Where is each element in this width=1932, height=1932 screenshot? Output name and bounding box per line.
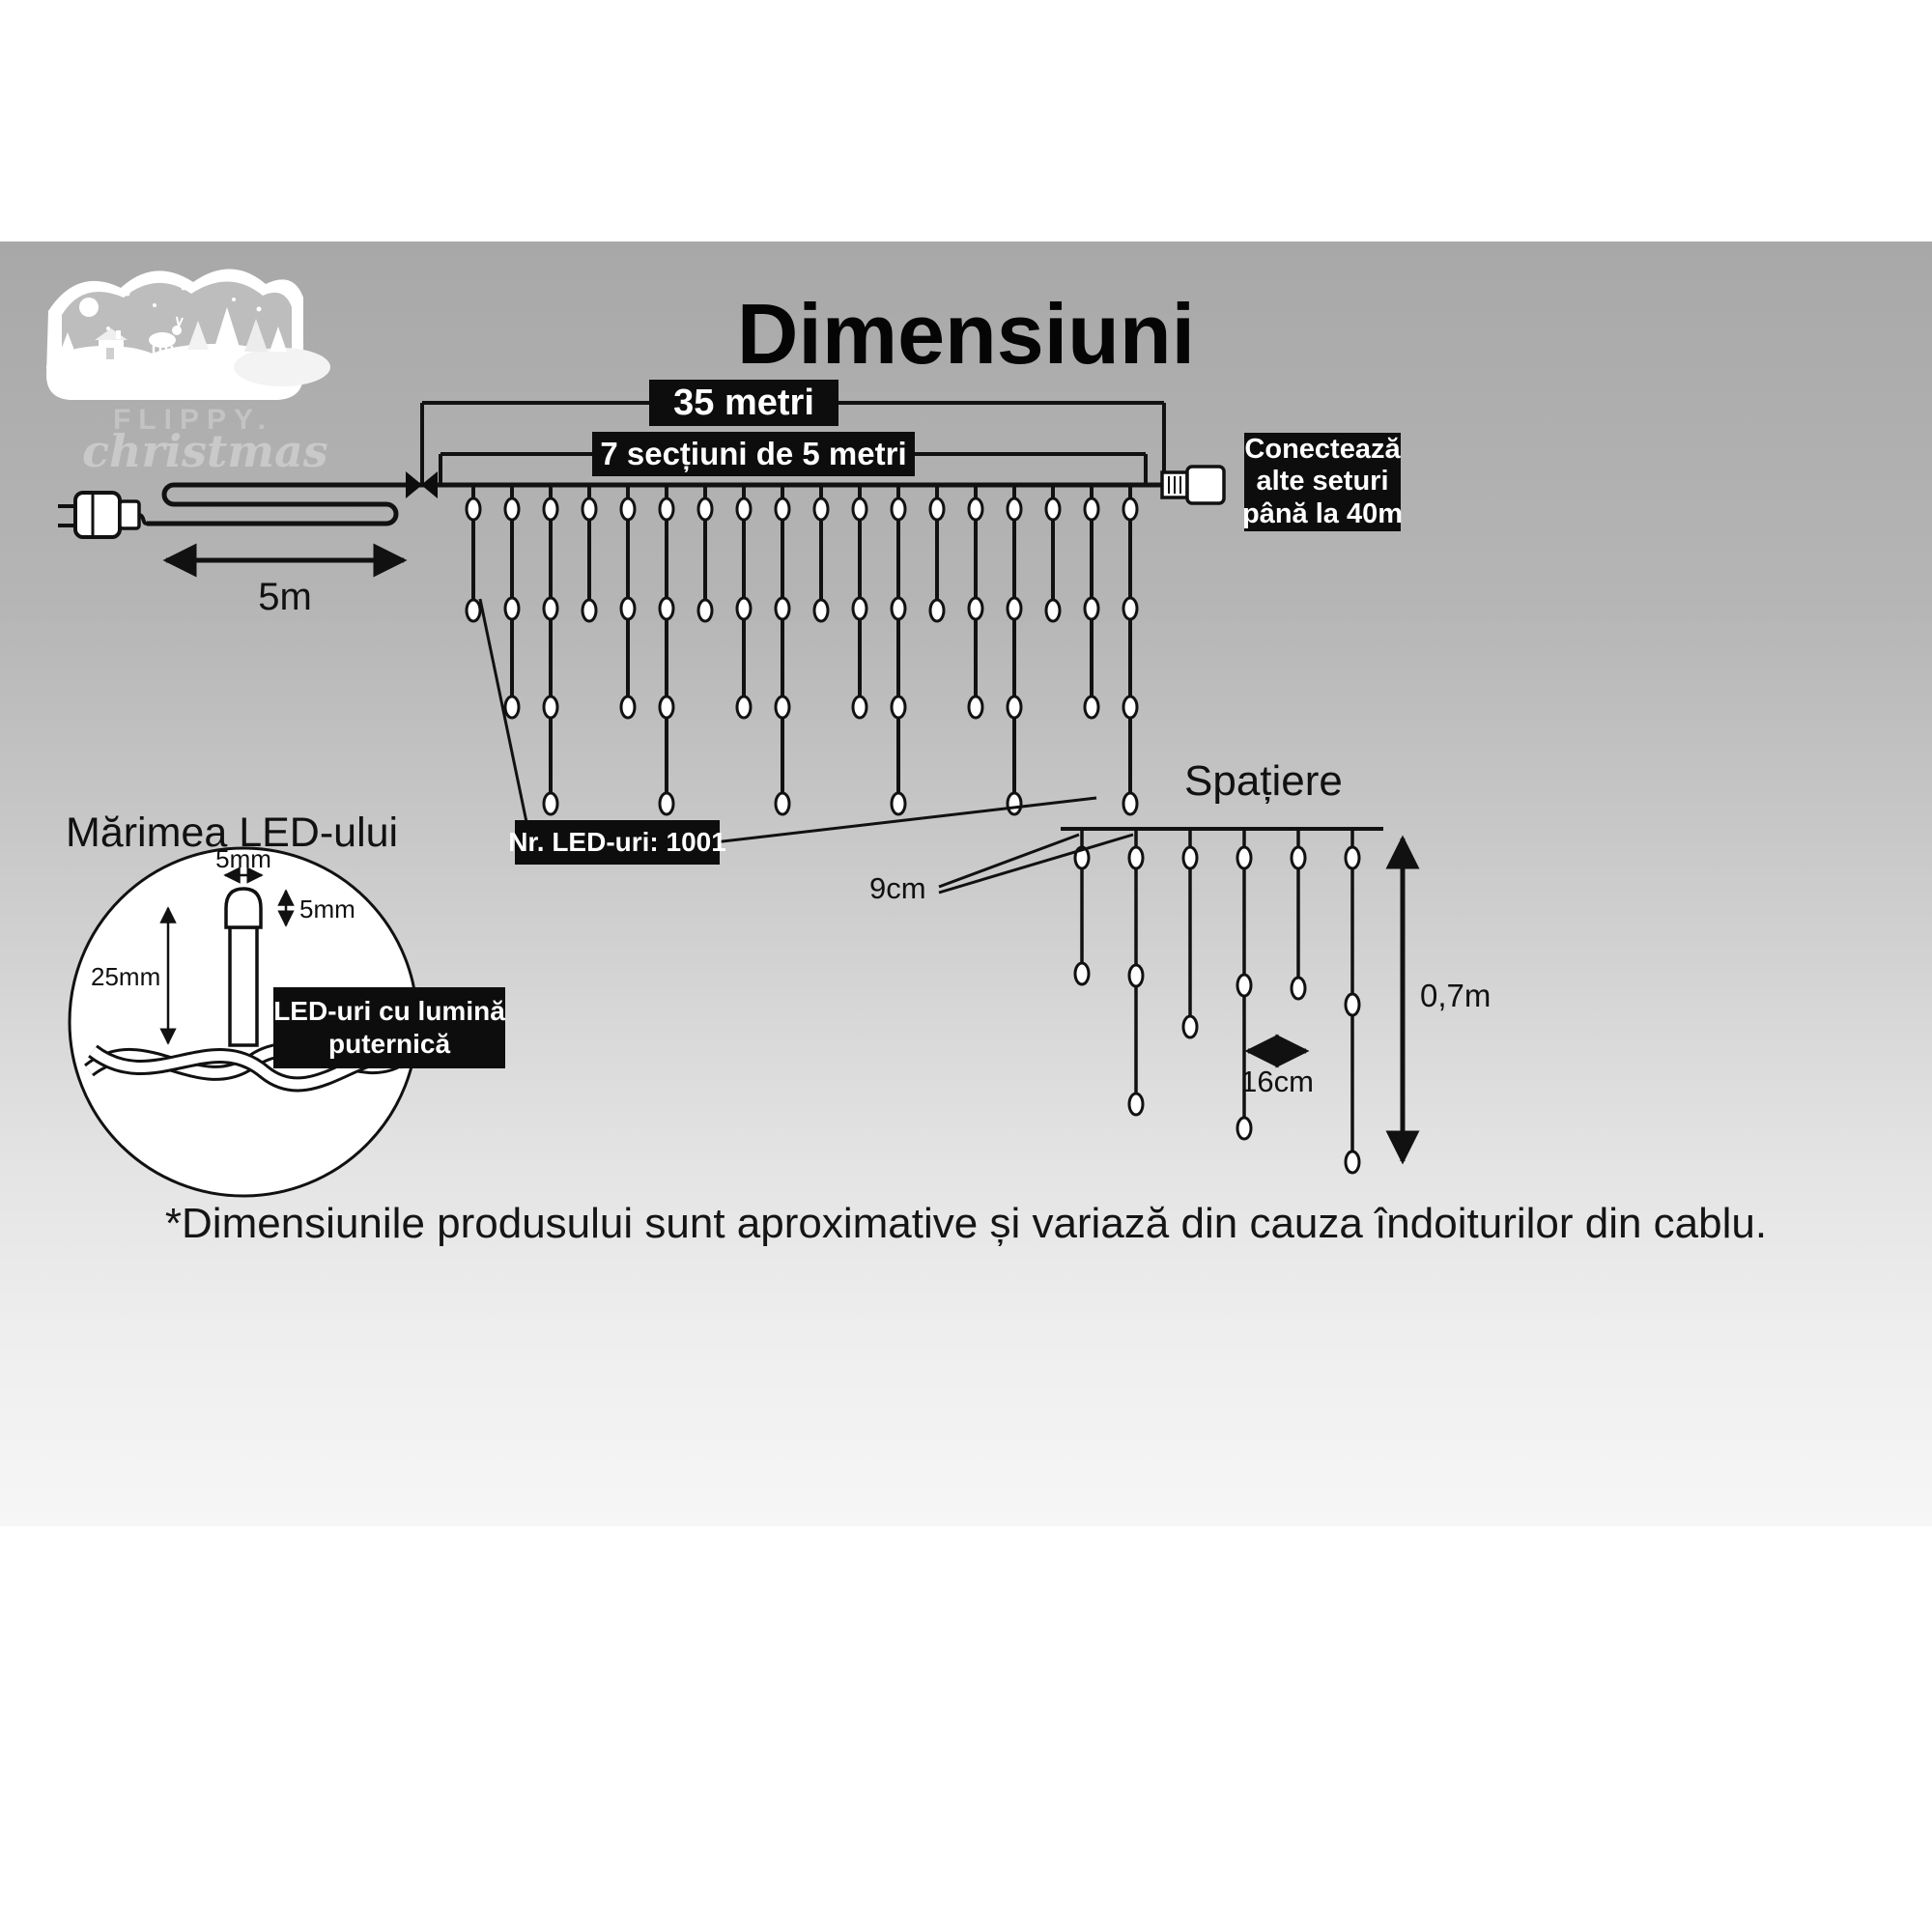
footnote: *Dimensiunile produsului sunt aproximati…	[164, 1200, 1768, 1247]
end-connector-icon	[1160, 465, 1226, 505]
logo-hill	[46, 346, 166, 388]
logo-tree-icon	[244, 319, 268, 352]
sections-badge: 7 secțiuni de 5 metri	[592, 432, 915, 476]
icicle-section	[698, 485, 789, 814]
total-length-badge: 35 metri	[649, 380, 838, 426]
logo-stars	[106, 285, 262, 330]
icicle-section	[467, 485, 557, 814]
spacing-gap-pointer-lines	[938, 833, 1134, 895]
led-body	[228, 925, 259, 1047]
drop-height-label: 0,7m	[1420, 978, 1492, 1013]
logo-house-icon	[95, 328, 128, 359]
logo-tree-icon	[213, 307, 242, 354]
led-note-line: puternică	[327, 1029, 451, 1059]
led-count-callout-line	[478, 598, 528, 823]
brand-name: FLIPPY.	[112, 404, 274, 436]
logo-tree-icon	[59, 332, 76, 355]
icicle-section	[582, 485, 673, 814]
logo-deer-icon	[149, 316, 184, 359]
led-count-badge: Nr. LED-uri: 1001	[508, 820, 726, 865]
logo-tree-icon	[187, 321, 209, 350]
icicle-section	[1046, 485, 1137, 814]
led-note-line: LED-uri cu lumină	[273, 996, 505, 1027]
connector-note-badge: Conectează alte seturi până la 40m	[1241, 433, 1404, 531]
logo-tree-icon	[270, 327, 287, 352]
connector-note-line: până la 40m	[1241, 497, 1404, 529]
mid-connector-icon	[406, 471, 438, 498]
bulb-gap-label: 16cm	[1240, 1065, 1314, 1098]
logo-moon-icon	[79, 298, 99, 317]
lead-length-label: 5m	[258, 576, 312, 618]
cap-width-label: 5mm	[215, 844, 271, 873]
spacing-diagram	[1061, 827, 1383, 1175]
led-note-badge: LED-uri cu lumină puternică	[273, 987, 505, 1068]
led-count-callout-line	[713, 796, 1097, 844]
brand-script: christmas	[82, 425, 328, 477]
cap-height-label: 5mm	[299, 895, 355, 923]
lead-coil	[147, 482, 422, 526]
led-cap	[224, 887, 263, 929]
icicle-curtain	[467, 485, 1137, 814]
page-title: Dimensiuni	[736, 286, 1196, 382]
power-plug-icon	[58, 491, 148, 539]
icicle-section	[930, 485, 1021, 814]
icicle-section	[814, 485, 905, 814]
led-size-title: Mărimea LED-ului	[66, 810, 399, 856]
brand-logo-icon	[46, 269, 330, 400]
connector-note-line: alte seturi	[1256, 466, 1389, 497]
logo-hill	[234, 348, 330, 386]
spacing-title: Spațiere	[1184, 757, 1343, 805]
body-length-label: 25mm	[91, 962, 161, 991]
drop-gap-label: 9cm	[869, 871, 926, 905]
connector-note-line: Conectează	[1244, 433, 1401, 465]
